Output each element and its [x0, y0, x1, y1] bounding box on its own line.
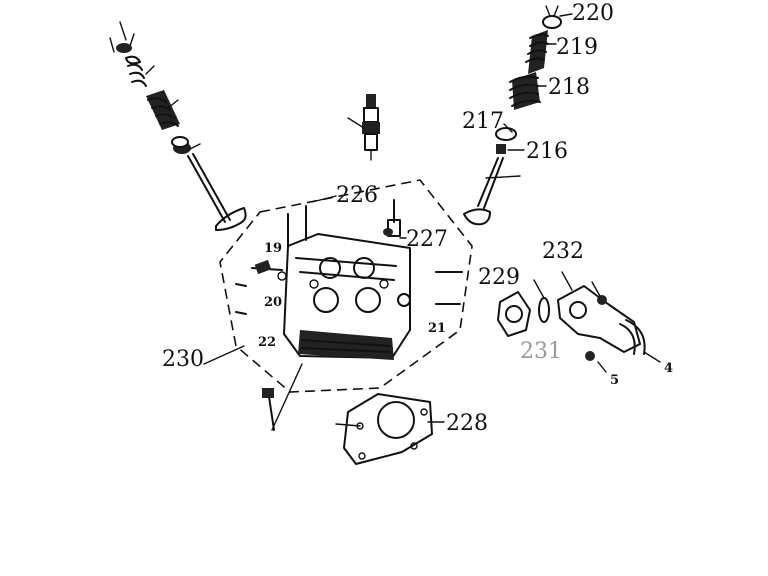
head-gasket-icon — [335, 393, 433, 465]
label-4: 4 — [664, 361, 673, 376]
small-parts — [254, 228, 393, 281]
label-19: 19 — [264, 241, 282, 256]
label-218: 218 — [548, 75, 590, 100]
left-valve-assembly — [109, 21, 247, 231]
label-230: 230 — [162, 347, 204, 372]
cylinder-head-icon — [283, 199, 411, 360]
label-217: 217 — [462, 109, 504, 134]
label-216: 216 — [526, 139, 568, 164]
label-22: 22 — [258, 335, 276, 350]
label-20: 20 — [264, 295, 282, 310]
label-21: 21 — [428, 321, 446, 336]
label-228: 228 — [446, 411, 488, 436]
intake-gasket-icon — [497, 279, 550, 337]
label-227: 227 — [406, 227, 448, 252]
part-labels: 220 219 218 217 216 226 227 19 20 21 22 … — [162, 1, 673, 436]
label-226: 226 — [336, 183, 378, 208]
label-229: 229 — [478, 265, 520, 290]
leader-lines — [203, 13, 573, 431]
label-232: 232 — [542, 239, 584, 264]
label-231: 231 — [520, 339, 562, 364]
intake-manifold-icon — [557, 271, 661, 373]
stud-bolts — [235, 205, 463, 431]
label-220: 220 — [572, 1, 614, 26]
assembly-outline — [219, 179, 473, 393]
label-219: 219 — [556, 35, 598, 60]
label-5: 5 — [610, 373, 619, 388]
spark-plug-icon — [347, 94, 380, 161]
right-valve-assembly — [463, 5, 562, 226]
